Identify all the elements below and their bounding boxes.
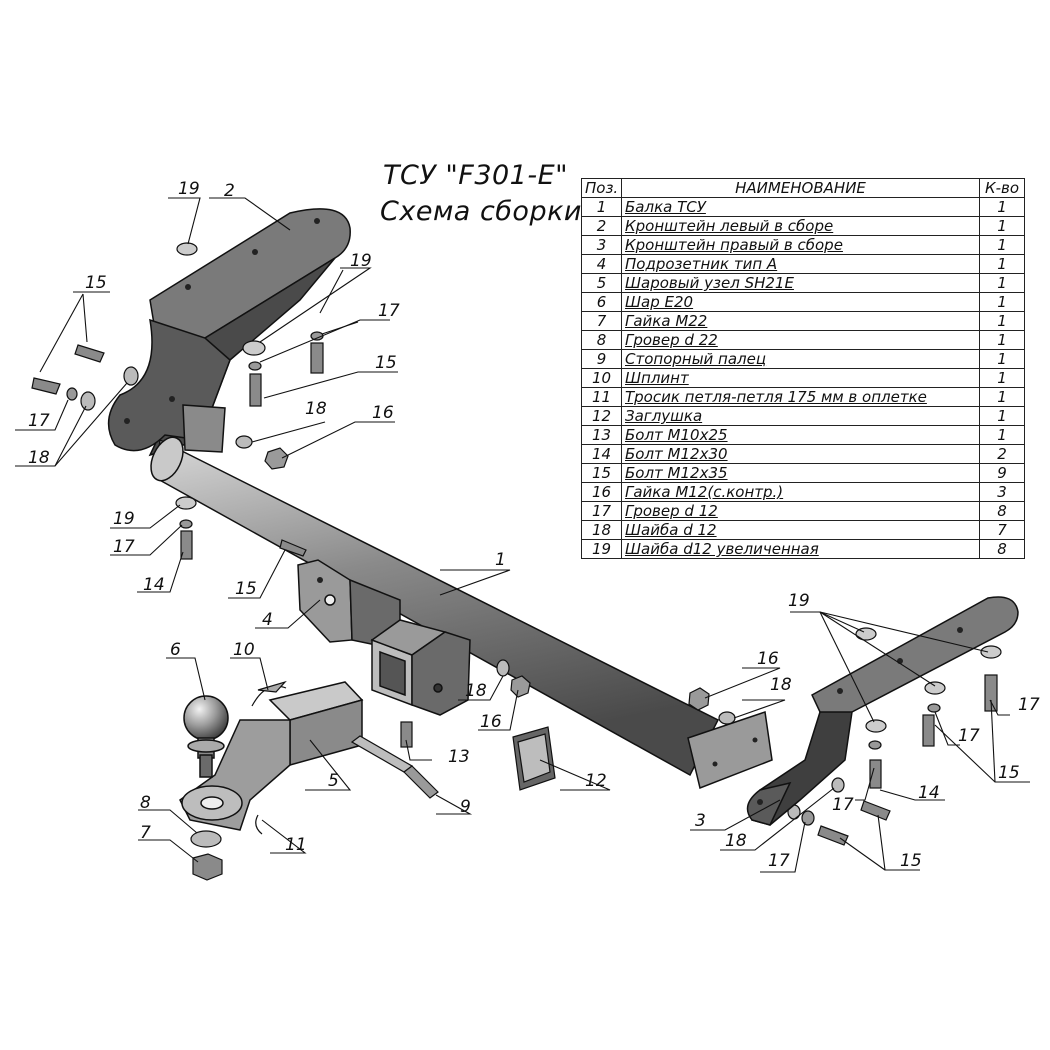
callout-17a: 17 — [28, 411, 50, 431]
callout-7: 7 — [140, 823, 151, 843]
callout-3: 3 — [695, 811, 706, 831]
row-pos: 11 — [581, 387, 622, 407]
row-qty: 8 — [979, 539, 1025, 559]
callout-16c: 16 — [480, 712, 502, 732]
row-qty: 1 — [979, 273, 1025, 293]
callout-19a: 19 — [178, 179, 200, 199]
tow-ball — [183, 695, 229, 778]
callout-14b: 14 — [918, 783, 940, 803]
callout-15e: 15 — [900, 851, 922, 871]
callout-16b: 16 — [757, 649, 779, 669]
callout-18e: 18 — [725, 831, 747, 851]
row-name: Гровер d 12 — [621, 501, 980, 521]
ball-mount — [179, 681, 364, 831]
callout-18d: 18 — [770, 675, 792, 695]
main-beam — [150, 404, 773, 790]
callout-2: 2 — [224, 181, 235, 201]
callout-15a: 15 — [85, 273, 107, 293]
parts-table-header: Поз. НАИМЕНОВАНИЕ К-во — [581, 178, 1025, 198]
callout-9: 9 — [460, 797, 471, 817]
row-pos: 18 — [581, 520, 622, 540]
row-name: Гайка М12(с.контр.) — [621, 482, 980, 502]
header-pos: Поз. — [581, 178, 622, 198]
callout-8: 8 — [140, 793, 151, 813]
callout-17d: 17 — [1018, 695, 1040, 715]
row-qty: 2 — [979, 444, 1025, 464]
row-pos: 19 — [581, 539, 622, 559]
callout-15b: 15 — [375, 353, 397, 373]
callout-6: 6 — [170, 640, 181, 660]
callout-15d: 15 — [998, 763, 1020, 783]
callout-19c: 19 — [113, 509, 135, 529]
callout-17c: 17 — [113, 537, 135, 557]
drawing-subtitle: Схема сборки — [380, 196, 582, 227]
row-name: Кронштейн левый в сборе — [621, 216, 980, 236]
small-parts — [251, 680, 556, 835]
callout-15c: 15 — [235, 579, 257, 599]
callout-18a: 18 — [28, 448, 50, 468]
row-name: Шайба d12 увеличенная — [621, 539, 980, 559]
callout-12: 12 — [585, 771, 607, 791]
callout-14a: 14 — [143, 575, 165, 595]
fasteners — [31, 242, 1002, 881]
row-name: Стопорный палец — [621, 349, 980, 369]
callout-17g: 17 — [768, 851, 790, 871]
callout-11: 11 — [285, 835, 307, 855]
row-name: Подрозетник тип А — [621, 254, 980, 274]
callout-numbers: 1 2 3 4 5 6 7 8 9 10 11 12 13 14 14 15 1… — [28, 179, 1040, 871]
callout-1: 1 — [495, 550, 506, 570]
callout-13: 13 — [448, 747, 470, 767]
row-pos: 17 — [581, 501, 622, 521]
row-name: Шаровый узел SH21E — [621, 273, 980, 293]
right-bracket — [746, 596, 1019, 826]
callout-17e: 17 — [958, 726, 980, 746]
callout-4: 4 — [262, 610, 273, 630]
drawing-title: ТСУ "F301-E" — [383, 160, 569, 191]
callout-18c: 18 — [465, 681, 487, 701]
callout-10: 10 — [233, 640, 255, 660]
callout-19d: 19 — [788, 591, 810, 611]
leader-lines — [15, 197, 1030, 873]
callout-16a: 16 — [372, 403, 394, 423]
callout-17b: 17 — [378, 301, 400, 321]
callout-18b: 18 — [305, 399, 327, 419]
callout-19b: 19 — [350, 251, 372, 271]
callout-5: 5 — [328, 771, 339, 791]
row-name: Шар Е20 — [621, 292, 980, 312]
callout-17f: 17 — [832, 795, 854, 815]
